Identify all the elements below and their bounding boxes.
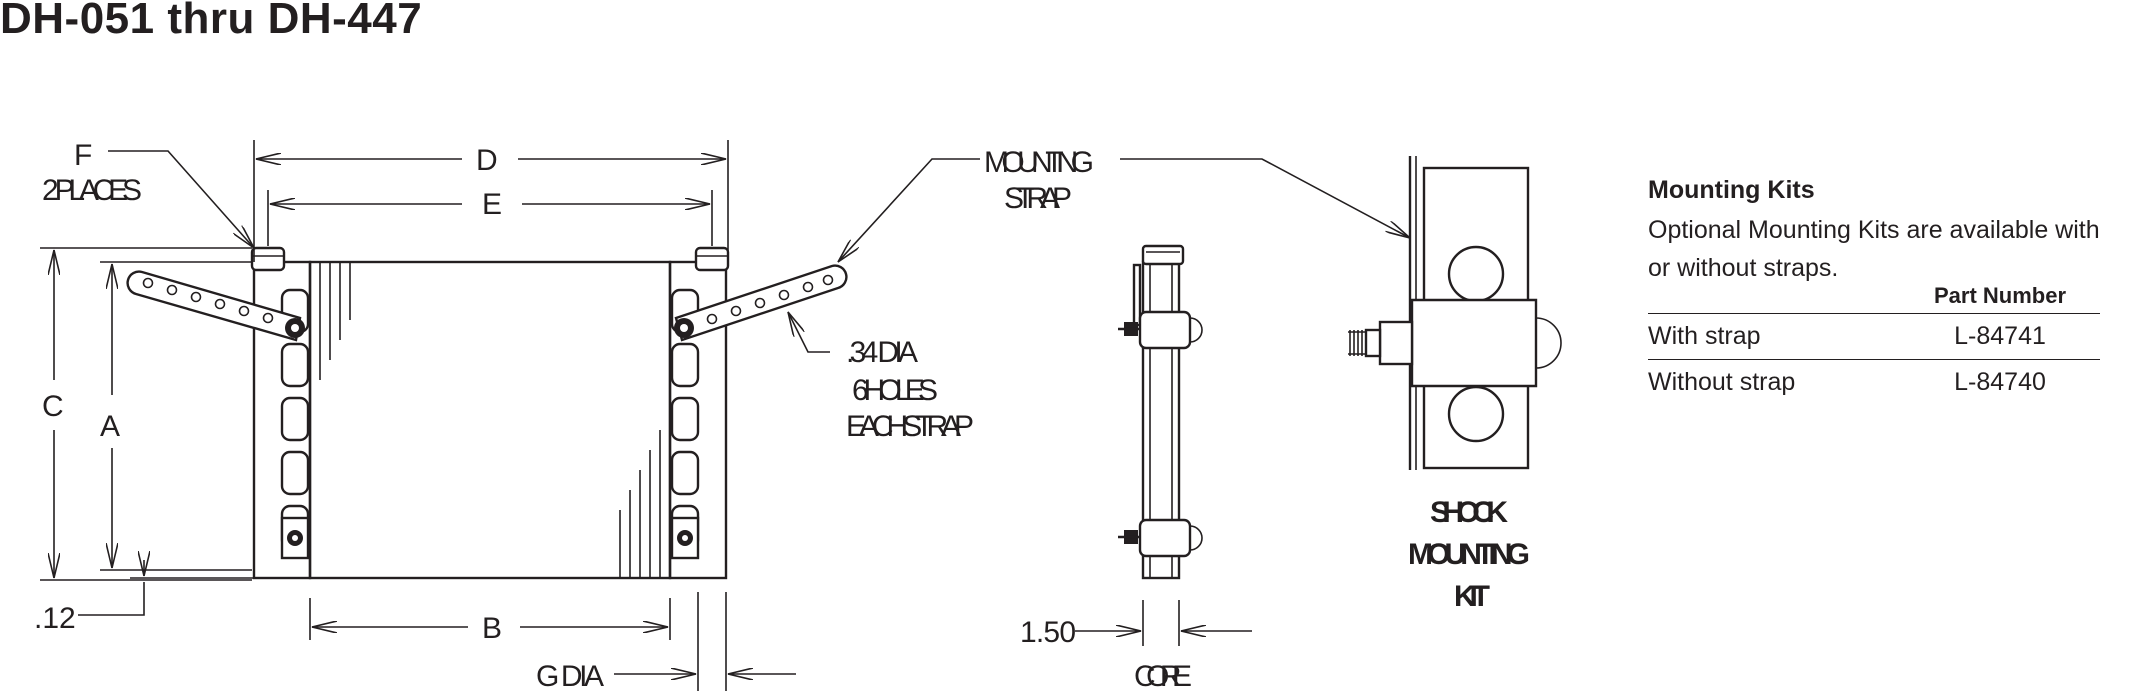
label-f-places: 2 PLACES [42, 174, 142, 207]
dimension-b [309, 598, 671, 640]
mounting-kits-description: Optional Mounting Kits are available wit… [1648, 216, 2100, 282]
mounting-kits-panel: Mounting Kits Optional Mounting Kits are… [1648, 176, 2100, 405]
label-mounting-kit: MOUNTING [1408, 538, 1530, 571]
dimension-a [100, 261, 252, 571]
mounting-kits-title: Mounting Kits [1648, 176, 1815, 204]
table-row: Without strap L-84740 [1648, 360, 2100, 406]
label-012: .12 [34, 602, 76, 635]
page-title: DH-051 thru DH-447 [0, 0, 423, 43]
label-mounting: MOUNTING [984, 146, 1094, 179]
core-hatch-bottom [619, 430, 661, 578]
hole-leader [788, 312, 830, 353]
label-strap: STRAP [1004, 182, 1072, 215]
label-c: C [42, 390, 64, 423]
table-row: With strap L-84741 [1648, 313, 2100, 360]
left-mounting-strap [126, 270, 305, 342]
label-shock: SHOCK [1430, 496, 1508, 529]
shock-mounting-kit [1348, 156, 1562, 470]
left-tank [250, 246, 312, 580]
kit-option: Without strap [1648, 368, 1796, 396]
part-number-header: Part Number [1900, 283, 2100, 314]
right-tank [668, 246, 730, 580]
front-view [40, 140, 1410, 691]
label-each-strap: EACH STRAP [846, 410, 974, 443]
dimension-c [40, 247, 252, 581]
dimension-012 [78, 560, 300, 616]
label-a: A [100, 410, 120, 443]
label-hole-dia: .34 DIA [846, 336, 918, 369]
dimension-e [267, 190, 713, 246]
kit-part-number: L-84740 [1954, 368, 2046, 396]
core-body [308, 260, 672, 580]
label-e: E [482, 188, 502, 221]
dimension-g [614, 592, 796, 691]
dimension-f-leader [108, 150, 254, 248]
core-hatch-top [319, 262, 351, 380]
kit-option: With strap [1648, 313, 1900, 360]
mounting-kits-table: Part Number With strap L-84741 Without s… [1648, 283, 2100, 405]
label-d: D [476, 144, 498, 177]
label-g-dia: G DIA [536, 660, 604, 691]
dimension-core [1075, 600, 1252, 646]
label-f: F [74, 139, 92, 172]
label-kit: KIT [1454, 580, 1490, 613]
right-mounting-strap [674, 264, 848, 342]
label-holes: 6 HOLES [852, 374, 938, 407]
label-core: CORE [1134, 660, 1192, 691]
side-view [1075, 244, 1252, 646]
label-core-width: 1.50 [1020, 616, 1076, 649]
label-b: B [482, 612, 502, 645]
kit-part-number: L-84741 [1900, 313, 2100, 360]
mounting-strap-leader [838, 158, 1410, 262]
